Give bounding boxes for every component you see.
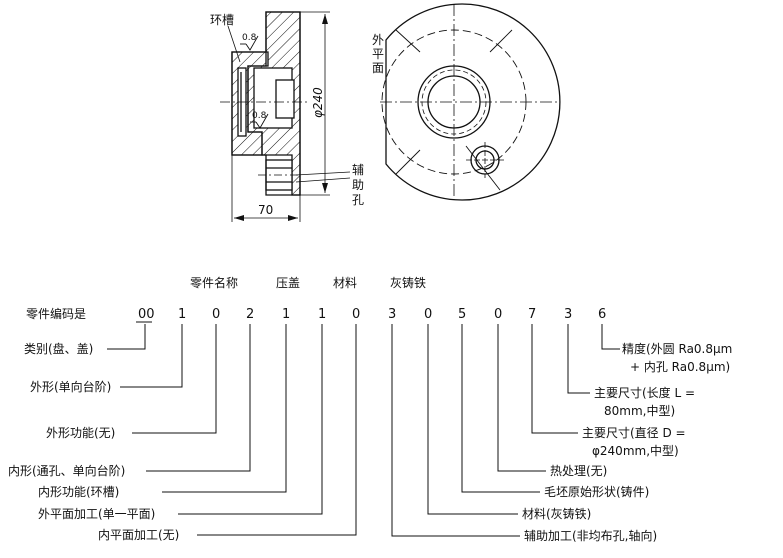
annotation-material: 材料(灰铸铁) [522, 506, 591, 521]
annotation-inner-shape: 内形(通孔、单向台阶) [8, 463, 125, 478]
material-value: 灰铸铁 [390, 275, 426, 290]
annotation-outer-function: 外形功能(无) [46, 426, 115, 440]
outer-face-label-3: 面 [372, 61, 384, 75]
leader-lines [107, 324, 620, 537]
part-name-value: 压盖 [276, 276, 300, 290]
end-view [380, 3, 561, 201]
roughness-top: 0.8 [242, 33, 257, 43]
annotation-blank-shape: 毛坯原始形状(铸件) [544, 484, 649, 499]
annotation-outer-plane: 外平面加工(单一平面) [38, 507, 155, 521]
annotation-diameter-2: φ240mm,中型) [592, 443, 679, 458]
code-digit: 1 [318, 307, 326, 322]
section-bore-step [275, 79, 295, 119]
annotation-inner-function: 内形功能(环槽) [38, 485, 119, 499]
length-label: 70 [258, 203, 273, 217]
diameter-label: φ240 [311, 87, 325, 118]
annotation-heat-treatment: 热处理(无) [550, 464, 607, 478]
code-digits: 00 1 0 2 1 1 0 3 0 5 0 7 3 6 [138, 307, 606, 322]
annotation-length-2: 80mm,中型) [604, 403, 675, 418]
code-row-label: 零件编码是 [26, 306, 86, 321]
annotation-outer-shape: 外形(单向台阶) [30, 379, 111, 394]
groove-label: 环槽 [210, 13, 234, 27]
code-digit: 1 [282, 307, 290, 322]
annotation-precision-2: + 内孔 Ra0.8μm) [630, 360, 730, 374]
code-digit: 6 [598, 307, 606, 322]
annotation-aux-machining: 辅助加工(非均布孔,轴向) [524, 528, 657, 543]
annotation-length-1: 主要尺寸(长度 L = [594, 385, 695, 400]
aux-hole-label-3: 孔 [352, 193, 364, 207]
code-digit: 2 [246, 307, 254, 322]
annotation-category: 类别(盘、盖) [24, 341, 93, 356]
outer-face-label-2: 平 [372, 47, 384, 61]
aux-hole-label-1: 辅 [352, 163, 364, 177]
code-digit: 1 [178, 307, 186, 322]
code-digit: 00 [138, 307, 155, 322]
section-view [220, 11, 351, 222]
code-digit: 3 [388, 307, 396, 322]
outer-face-label-1: 外 [372, 33, 384, 47]
material-label: 材料 [333, 276, 357, 290]
end-view-outline [385, 3, 561, 201]
code-digit: 3 [564, 307, 572, 322]
code-digit: 0 [424, 307, 432, 322]
roughness-bottom: 0.8 [252, 111, 267, 121]
section-outline [231, 11, 301, 196]
annotation-diameter-1: 主要尺寸(直径 D = [582, 426, 686, 440]
code-digit: 0 [212, 307, 220, 322]
annotation-inner-plane: 内平面加工(无) [98, 528, 179, 542]
code-digit: 0 [494, 307, 502, 322]
annotation-precision-1: 精度(外圆 Ra0.8μm [622, 341, 732, 356]
part-name-label: 零件名称 [190, 275, 238, 290]
aux-hole-label-2: 助 [352, 178, 364, 192]
code-digit: 5 [458, 307, 466, 322]
code-digit: 7 [528, 307, 536, 322]
code-digit: 0 [352, 307, 360, 322]
